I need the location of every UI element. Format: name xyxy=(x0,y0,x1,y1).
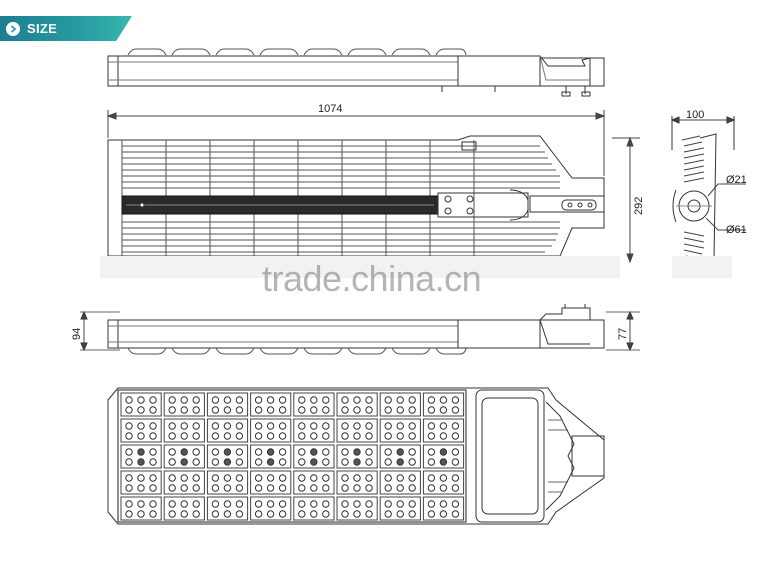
height-dimension-line xyxy=(612,136,640,264)
end-view xyxy=(670,116,746,263)
bottom-led-view xyxy=(107,387,605,525)
side-height-left-label: 94 xyxy=(71,328,83,340)
watermark-text: trade.china.cn xyxy=(262,258,482,299)
length-label: 1074 xyxy=(318,103,342,115)
badge-label: SIZE xyxy=(27,21,58,36)
led-module-grid xyxy=(120,392,465,521)
top-side-view xyxy=(107,48,605,97)
watermark-band xyxy=(100,256,620,278)
plan-view xyxy=(107,135,605,257)
bottom-side-view xyxy=(80,304,640,355)
side-height-right-label: 77 xyxy=(617,328,629,340)
length-dimension-line xyxy=(106,110,606,176)
width-label: 100 xyxy=(686,109,704,121)
size-badge: SIZE xyxy=(0,16,132,41)
diameter-small-label: Ø21 xyxy=(726,174,747,186)
height-label: 292 xyxy=(633,197,645,215)
chevron-right-circle-icon xyxy=(6,21,20,36)
diameter-large-label: Ø61 xyxy=(726,224,747,236)
